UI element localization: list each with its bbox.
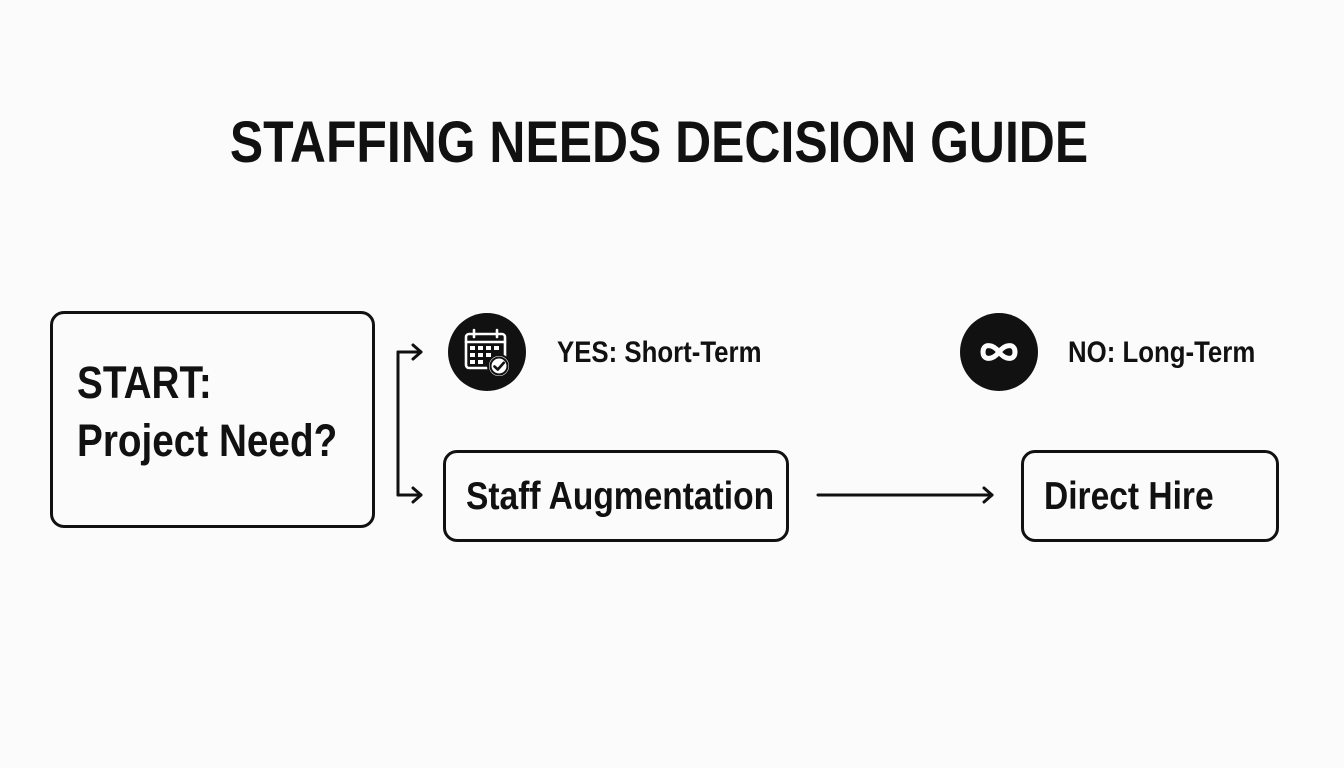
outcome-branch-arrowhead (411, 486, 423, 504)
calendar-check-icon (448, 313, 526, 391)
start-node-text: START: Project Need? (77, 354, 337, 470)
yes-short-term-label: YES: Short-Term (557, 336, 762, 369)
start-node: START: Project Need? (50, 311, 375, 528)
staff-augmentation-label: Staff Augmentation (466, 475, 775, 518)
staff-to-hire-arrowhead (982, 486, 994, 504)
direct-hire-node: Direct Hire (1021, 450, 1279, 542)
page-title: STAFFING NEEDS DECISION GUIDE (229, 110, 1089, 175)
yes-branch-arrowhead (411, 343, 423, 361)
infinity-icon (960, 313, 1038, 391)
start-label: START: (77, 357, 212, 408)
start-question: Project Need? (77, 415, 338, 466)
staff-augmentation-node: Staff Augmentation (443, 450, 789, 542)
direct-hire-label: Direct Hire (1044, 475, 1214, 518)
no-long-term-label: NO: Long-Term (1068, 336, 1256, 369)
